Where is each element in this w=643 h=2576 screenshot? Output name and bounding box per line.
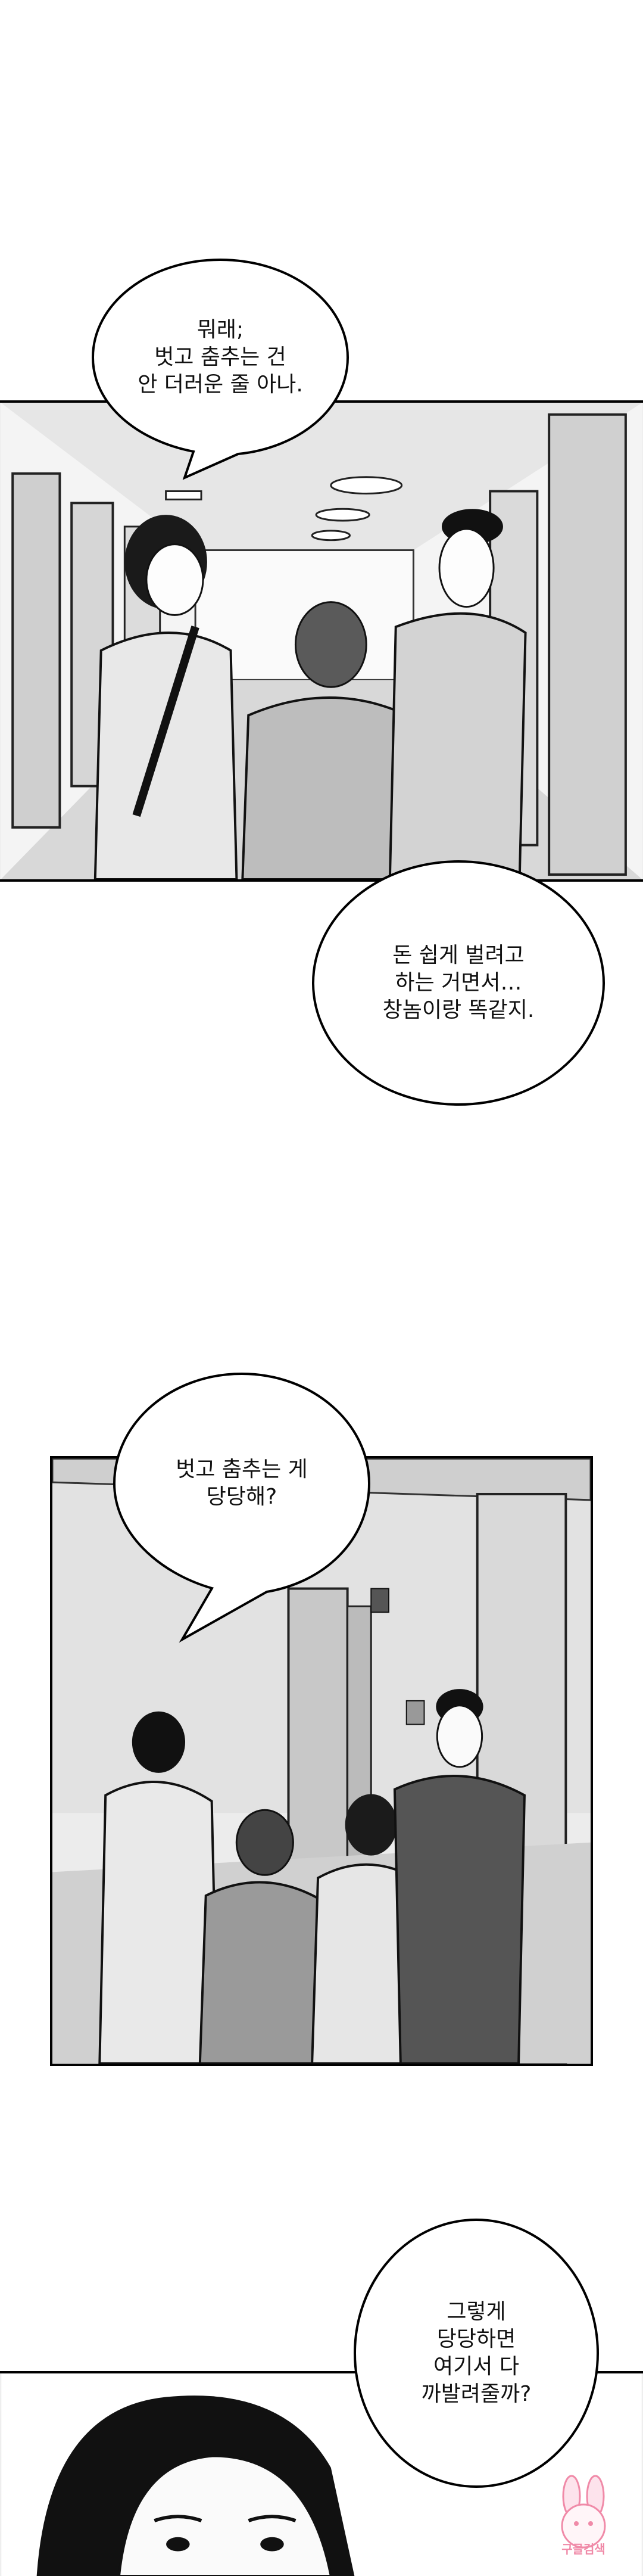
speech-bubble-2-line-3: 창놈이랑 똑같지. <box>382 998 535 1022</box>
speech-bubble-4-line-3: 여기서 다 <box>433 2354 519 2379</box>
speech-bubble-3-line-2: 당당해? <box>206 1485 277 1509</box>
speech-bubble-3-shape <box>113 1372 371 1643</box>
watermark-text: 구글검색 <box>561 2542 605 2556</box>
speech-bubble-4-text: 그렇게 당당하면 여기서 다 까발려줄까? <box>351 2216 601 2490</box>
hallway-scene-illustration <box>1 403 642 879</box>
face-closeup-illustration <box>1 2373 642 2576</box>
speech-bubble-4-line-2: 당당하면 <box>436 2327 516 2351</box>
speech-bubble-1-shape <box>91 258 349 480</box>
speech-bubble-4-line-1: 그렇게 <box>447 2300 506 2324</box>
speech-bubble-3: 벗고 춤추는 게 당당해? <box>111 1370 373 1644</box>
speech-bubble-2-line-1: 돈 쉽게 벌려고 <box>392 943 525 967</box>
panel-hallway-four-people <box>50 1456 593 2066</box>
rabbit-mascot-icon <box>561 2475 606 2549</box>
speech-bubble-4-shape <box>354 2219 599 2488</box>
speech-bubble-3-text: 벗고 춤추는 게 당당해? <box>111 1370 373 1597</box>
watermark-logo: 구글검색 <box>530 2472 637 2562</box>
speech-bubble-1-line-3: 안 더러운 줄 아나. <box>138 372 303 397</box>
panel-face-closeup <box>0 2371 643 2576</box>
speech-bubble-1-line-2: 벗고 춤추는 건 <box>154 345 286 369</box>
speech-bubble-2: 돈 쉽게 벌려고 하는 거면서… 창놈이랑 똑같지. <box>310 858 607 1108</box>
speech-bubble-1-line-1: 뭐래; <box>196 318 244 342</box>
speech-bubble-4: 그렇게 당당하면 여기서 다 까발려줄까? <box>351 2216 601 2490</box>
speech-bubble-2-line-2: 하는 거면서… <box>395 970 522 995</box>
speech-bubble-1-text: 뭐래; 벗고 춤추는 건 안 더러운 줄 아나. <box>89 256 351 459</box>
speech-bubble-4-line-4: 까발려줄까? <box>421 2382 532 2406</box>
speech-bubble-1: 뭐래; 벗고 춤추는 건 안 더러운 줄 아나. <box>89 256 351 483</box>
speech-bubble-2-text: 돈 쉽게 벌려고 하는 거면서… 창놈이랑 똑같지. <box>310 858 607 1108</box>
hallway-wide-illustration <box>52 1458 591 2064</box>
speech-bubble-3-line-1: 벗고 춤추는 게 <box>176 1457 308 1482</box>
speech-bubble-2-shape <box>312 860 605 1106</box>
panel-hallway-three-girls <box>0 400 643 882</box>
